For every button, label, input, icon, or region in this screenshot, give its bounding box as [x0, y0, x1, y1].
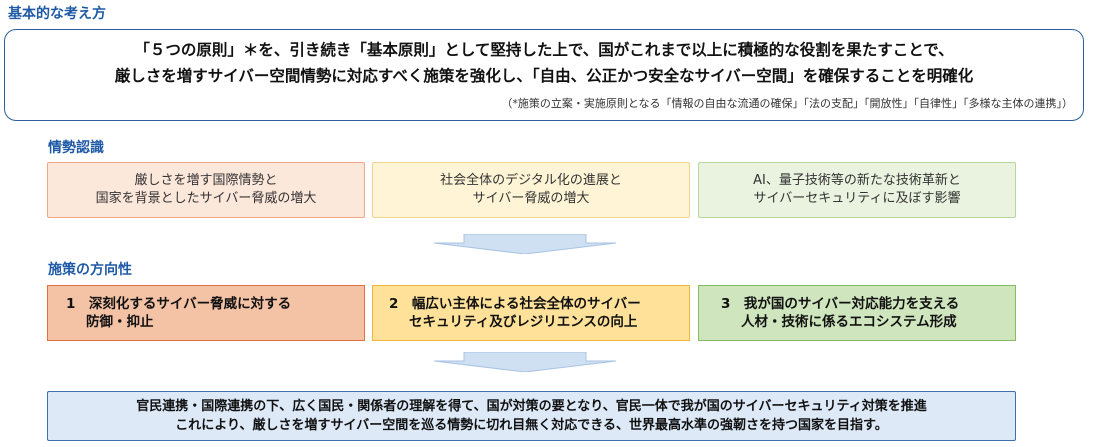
policy-card-1-line-2: 防御・抑止	[86, 314, 154, 330]
policy-title: 施策の方向性	[48, 262, 132, 278]
conclusion-box: 官民連携・国際連携の下、広く国民・関係者の理解を得て、国が対策の要となり、官民一…	[47, 391, 1016, 441]
policy-card-3-line-2: 人材・技術に係るエコシステム形成	[741, 314, 957, 330]
down-arrow-icon	[434, 234, 616, 254]
policy-card-2-line-1: 2 幅広い主体による社会全体のサイバー	[389, 296, 641, 312]
situation-card-3-line-1: AI、量子技術等の新たな技術革新と	[753, 173, 961, 188]
policy-card-2-line-2: セキュリティ及びレジリエンスの向上	[409, 314, 638, 330]
basic-approach-box: 「５つの原則」＊を、引き続き「基本原則」として堅持した上で、国がこれまで以上に積…	[4, 29, 1084, 121]
basic-approach-line-1: 「５つの原則」＊を、引き続き「基本原則」として堅持した上で、国がこれまで以上に積…	[134, 41, 954, 59]
basic-approach-title: 基本的な考え方	[8, 6, 106, 22]
policy-card-3-line-1: 3 我が国のサイバー対応能力を支える	[721, 296, 960, 312]
situation-card-2-line-2: サイバー脅威の増大	[472, 191, 590, 206]
conclusion-line-2: これにより、厳しさを増すサイバー空間を巡る情勢に切れ目無く対応できる、世界最高水…	[175, 418, 888, 433]
policy-card-1-line-1: 1 深刻化するサイバー脅威に対する	[66, 296, 292, 312]
conclusion-line-1: 官民連携・国際連携の下、広く国民・関係者の理解を得て、国が対策の要となり、官民一…	[136, 399, 927, 414]
basic-approach-note: （*施策の立案・実施原則となる「情報の自由な流通の確保」「法の支配」「開放性」「…	[501, 97, 1073, 110]
policy-card-1: 1 深刻化するサイバー脅威に対する 防御・抑止	[47, 285, 365, 341]
situation-card-3-line-2: サイバーセキュリティに及ぼす影響	[753, 191, 961, 206]
situation-title: 情勢認識	[48, 140, 104, 156]
situation-card-2-line-1: 社会全体のデジタル化の進展と	[440, 173, 622, 188]
situation-card-3: AI、量子技術等の新たな技術革新と サイバーセキュリティに及ぼす影響	[698, 162, 1016, 218]
situation-card-1-line-1: 厳しさを増す国際情勢と	[134, 173, 278, 188]
policy-card-2: 2 幅広い主体による社会全体のサイバー セキュリティ及びレジリエンスの向上	[372, 285, 690, 341]
policy-card-3: 3 我が国のサイバー対応能力を支える 人材・技術に係るエコシステム形成	[698, 285, 1016, 341]
down-arrow-icon	[434, 352, 616, 372]
basic-approach-line-2: 厳しさを増すサイバー空間情勢に対応すべく施策を強化し、「自由、公正かつ安全なサイ…	[114, 67, 974, 85]
situation-card-1: 厳しさを増す国際情勢と 国家を背景としたサイバー脅威の増大	[47, 162, 365, 218]
situation-card-1-line-2: 国家を背景としたサイバー脅威の増大	[95, 191, 317, 206]
situation-card-2: 社会全体のデジタル化の進展と サイバー脅威の増大	[372, 162, 690, 218]
